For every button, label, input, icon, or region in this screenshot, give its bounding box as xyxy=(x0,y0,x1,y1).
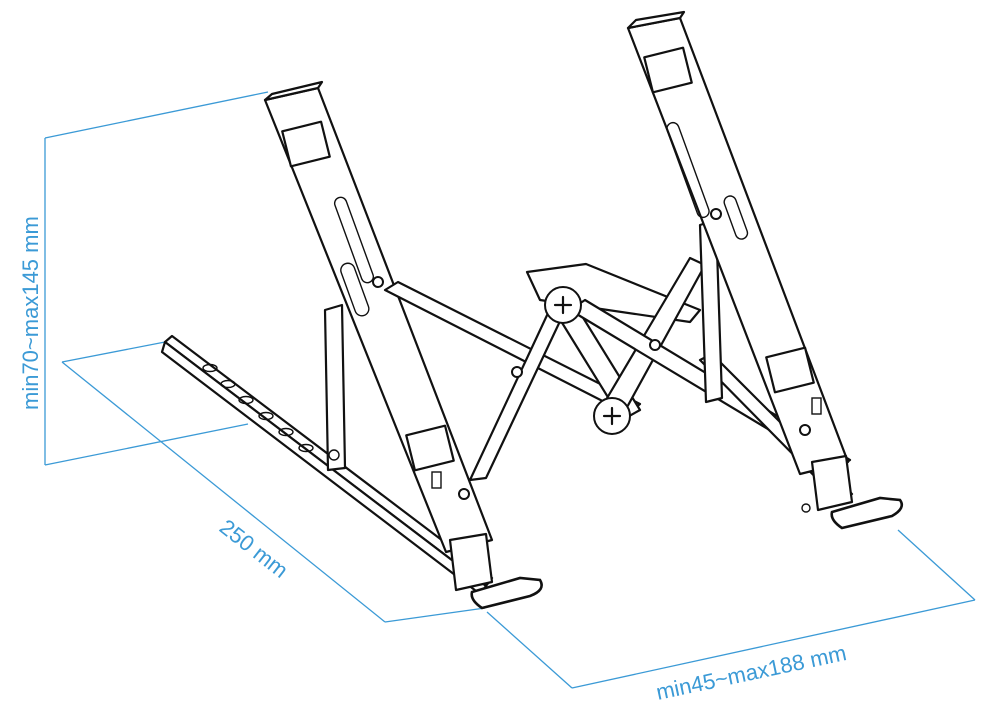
depth-label: 250 mm xyxy=(215,514,293,583)
depth-top-extension xyxy=(61,341,166,363)
height-label: min70~max145 mm xyxy=(18,216,43,410)
left-rear-leg xyxy=(323,303,347,472)
depth-dimension-line xyxy=(61,361,386,623)
right-upright-arm xyxy=(626,10,850,476)
left-foot xyxy=(448,532,543,610)
width-right-extension xyxy=(897,529,976,601)
width-dimension-line xyxy=(571,599,976,689)
depth-bottom-extension xyxy=(384,607,486,623)
width-left-extension xyxy=(486,611,573,689)
right-foot xyxy=(810,454,904,530)
width-label: min45~max188 mm xyxy=(654,640,849,705)
height-bottom-extension xyxy=(44,423,249,466)
dimension-lines xyxy=(44,91,976,689)
left-upright-arm xyxy=(263,80,494,554)
height-top-extension xyxy=(44,91,269,139)
